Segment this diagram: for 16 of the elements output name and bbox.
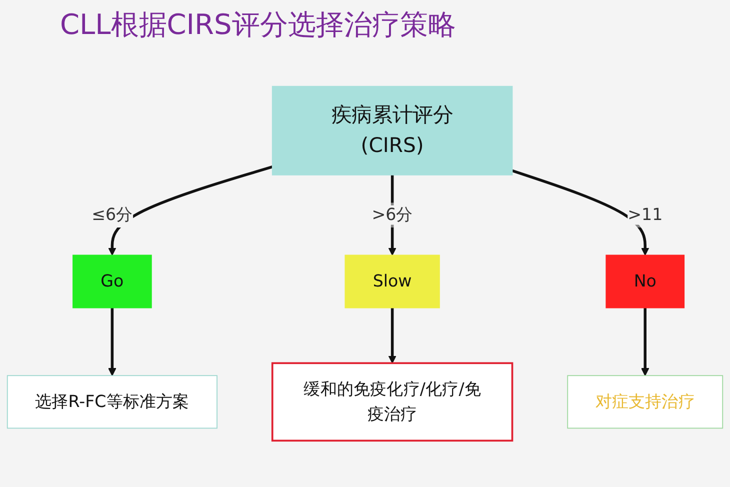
- node-box: 选择R-FC等标准方案: [6, 375, 218, 429]
- node-box: 缓和的免疫化疗/化疗/免疫治疗: [271, 362, 514, 442]
- slide-title: CLL根据CIRS评分选择治疗策略: [59, 7, 457, 43]
- edge-label: >11: [628, 205, 663, 225]
- edge-label: >6分: [372, 205, 413, 225]
- arrow: [512, 169, 650, 256]
- arrow: [108, 308, 116, 376]
- edge-label: ≤6分: [92, 205, 133, 225]
- node-box: No: [606, 254, 685, 308]
- node-box: Slow: [344, 254, 440, 308]
- node-box: Go: [72, 254, 152, 308]
- arrow: [388, 308, 396, 364]
- node-box: 对症支持治疗: [567, 375, 724, 429]
- arrow: [108, 165, 273, 256]
- node-box: 疾病累计评分(CIRS): [272, 86, 513, 176]
- arrow: [641, 308, 650, 376]
